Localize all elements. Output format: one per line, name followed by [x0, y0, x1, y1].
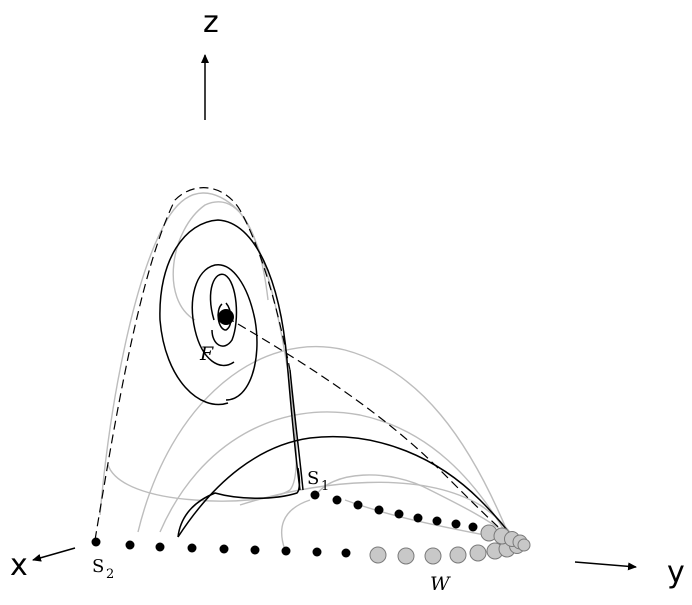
- gray-below-s1: [281, 499, 311, 551]
- s2-label: S 2: [92, 556, 114, 582]
- gray-circle: [424, 547, 442, 565]
- dot: [219, 544, 229, 554]
- gray-circle: [369, 546, 387, 564]
- dashed-outer-loop: [94, 187, 291, 541]
- black-spiral-core: [209, 273, 238, 347]
- dots-s1-to-w: [310, 490, 478, 532]
- gray-circles-w: [369, 524, 531, 565]
- focus-point-f: [218, 309, 234, 325]
- s1-subscript: 1: [321, 479, 329, 494]
- dot: [312, 547, 322, 557]
- gray-outer-loop: [99, 192, 297, 516]
- s2-letter: S: [92, 556, 104, 577]
- dot: [155, 542, 165, 552]
- dot: [374, 505, 384, 515]
- gray-circle: [517, 538, 531, 552]
- black-big-arc: [177, 436, 514, 539]
- black-spiral-outer: [289, 369, 304, 491]
- dashed-trajectory: [94, 187, 514, 541]
- y-axis-arrow: [574, 561, 637, 571]
- black-spiral-inner: [191, 264, 258, 401]
- s1-letter: S: [307, 468, 319, 489]
- dot: [394, 509, 404, 519]
- dot: [91, 537, 101, 547]
- gray-from-s1: [314, 474, 513, 539]
- x-axis-arrow: [32, 547, 76, 562]
- focus-label: F: [199, 343, 214, 365]
- s2-subscript: 2: [106, 567, 114, 582]
- dot: [281, 546, 291, 556]
- black-curve-to-s1: [177, 467, 301, 538]
- z-axis-label: z: [203, 5, 219, 40]
- dashed-focus-to-w: [225, 316, 514, 541]
- gray-arc-upper: [137, 345, 511, 539]
- dots-s2-to-w: [91, 537, 351, 558]
- gray-arc-middle: [159, 411, 509, 538]
- s1-label: S 1: [307, 468, 329, 494]
- dot: [250, 545, 260, 555]
- dot: [310, 490, 320, 500]
- dot: [468, 522, 478, 532]
- dot: [125, 540, 135, 550]
- dot: [341, 548, 351, 558]
- dot: [353, 500, 363, 510]
- y-axis-label: y: [667, 555, 685, 590]
- gray-inner-loop: [172, 201, 269, 321]
- manifold-label: W: [430, 573, 451, 595]
- dot: [451, 519, 461, 529]
- dot: [187, 543, 197, 553]
- gray-circle: [469, 544, 487, 562]
- dot: [432, 516, 442, 526]
- x-axis-label: x: [10, 548, 28, 583]
- black-spiral-mid: [159, 219, 301, 491]
- gray-circle: [449, 546, 467, 564]
- dot: [413, 513, 423, 523]
- dot: [332, 495, 342, 505]
- black-trajectories: [159, 219, 514, 539]
- gray-circle: [397, 547, 415, 565]
- gray-trajectories: [99, 192, 513, 551]
- axes: z x y: [10, 5, 685, 590]
